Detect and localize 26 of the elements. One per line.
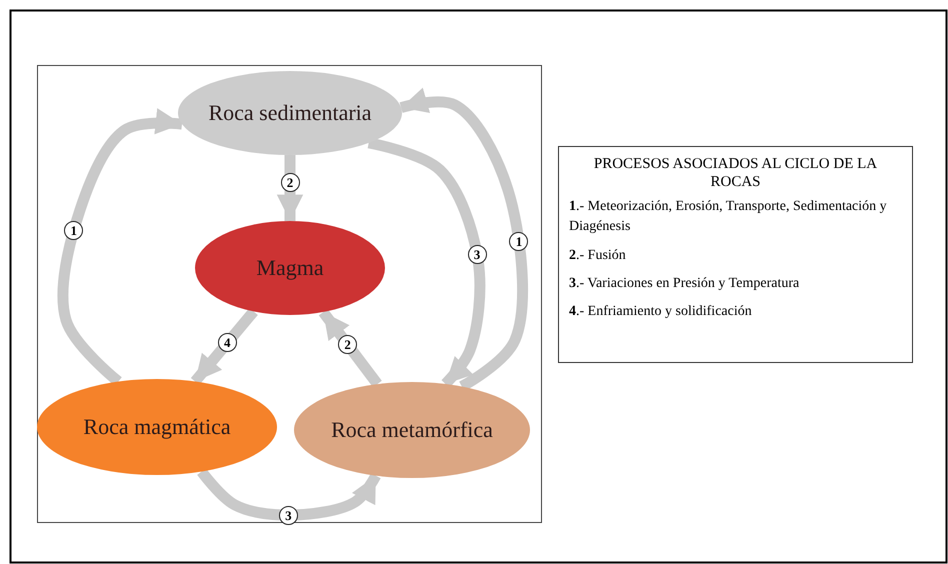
arrow: [197, 468, 381, 521]
process-list-box: [558, 146, 913, 363]
heading: PROCESOS ASOCIADOS AL CICLO DE LA ROCAS: [592, 155, 878, 191]
node-label: Magma: [255, 255, 325, 281]
edge-label: 2: [280, 173, 300, 192]
node-label: Roca sedimentaria: [207, 100, 373, 126]
arrow: [276, 155, 304, 221]
rock-ellipse: [178, 71, 402, 155]
rock-ellipse: [37, 379, 277, 475]
list-item: 1.- Meteorización, Erosión, Transporte, Sedimentación y Diagénesis: [569, 198, 888, 236]
rock-ellipse: [294, 382, 530, 478]
node-label: Roca magmática: [82, 414, 232, 440]
edge-label: 2: [338, 334, 358, 354]
list-item: 2.- Fusión: [569, 246, 627, 265]
list-item: 4.- Enfriamiento y solidificación: [569, 303, 753, 322]
rock-ellipse: [195, 221, 385, 315]
arrow: [190, 308, 258, 385]
edge-label: 3: [468, 244, 486, 264]
edge-label: 1: [64, 220, 84, 240]
node-label: Roca metamórfica: [330, 417, 494, 443]
edge-label: 1: [509, 232, 528, 251]
edge-label: 4: [218, 333, 237, 352]
arrow: [368, 138, 486, 388]
arrow: [318, 308, 382, 388]
edge-label: 3: [278, 506, 298, 525]
list-item: 3.- Variaciones en Presión y Temperatura: [569, 274, 800, 293]
